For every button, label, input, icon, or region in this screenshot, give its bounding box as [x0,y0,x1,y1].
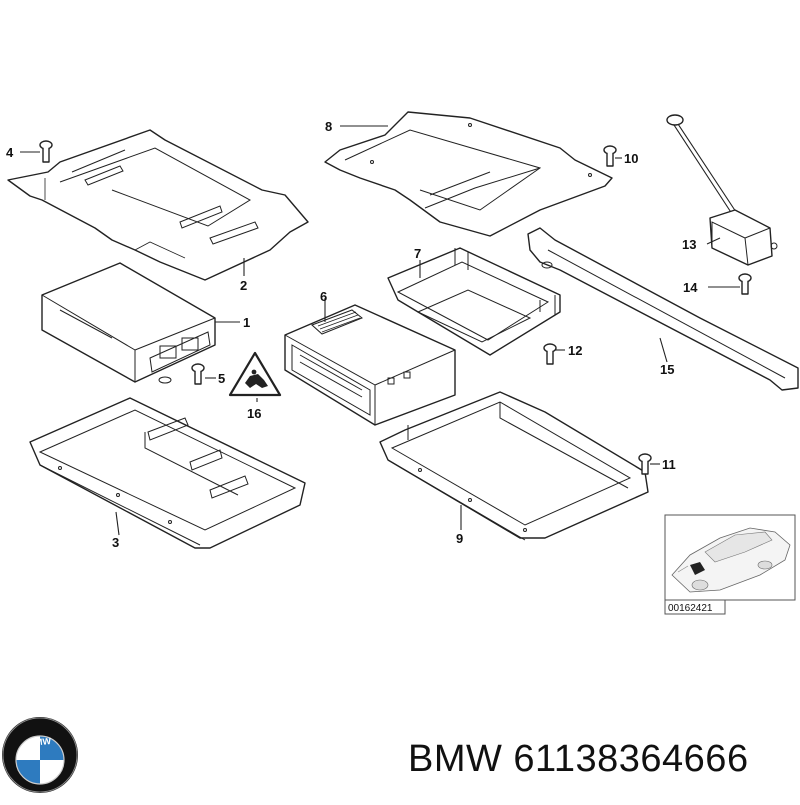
callout-9: 9 [456,531,463,546]
part-9-tray [379,391,649,541]
callout-12: 12 [568,343,582,358]
svg-text:BMW: BMW [28,736,52,748]
callout-10: 10 [624,151,638,166]
callout-2: 2 [240,278,247,293]
callout-13: 13 [682,237,696,252]
part-8-cover [324,111,613,237]
reference-code: 00162421 [668,603,713,614]
part-4-screw [39,140,53,163]
part-12-bolt [543,343,557,365]
part-10-bolt [603,145,617,167]
bmw-logo: BMW [2,717,78,793]
part-5-screw [191,363,205,385]
reference-inset: 00162421 [664,514,796,615]
callout-7: 7 [414,246,421,261]
part-2-cover [7,129,309,281]
part-15-strut [527,227,799,391]
car-thumbnail [671,527,791,593]
part-6-cd-unit [284,304,456,426]
callout-1: 1 [243,315,250,330]
callout-labels: 1 2 3 4 5 6 7 8 9 10 11 12 13 14 15 16 [6,119,698,550]
part-number-caption: BMW 61138364666 [408,738,749,780]
callout-8: 8 [325,119,332,134]
part-11-bolt [638,453,652,475]
callout-11: 11 [662,457,676,472]
part-14-screw [738,273,752,295]
callout-5: 5 [218,371,225,386]
callout-3: 3 [112,535,119,550]
callout-15: 15 [660,362,674,377]
leader-lines [20,125,740,536]
part-3-tray [29,397,306,549]
part-7-bracket [387,247,561,356]
callout-6: 6 [320,289,327,304]
callout-16: 16 [247,406,261,421]
part-16-warning-label [228,351,282,397]
callout-14: 14 [683,280,698,295]
callout-4: 4 [6,145,14,160]
part-13-antenna-module [666,114,778,266]
part-1-control-unit [41,262,216,384]
